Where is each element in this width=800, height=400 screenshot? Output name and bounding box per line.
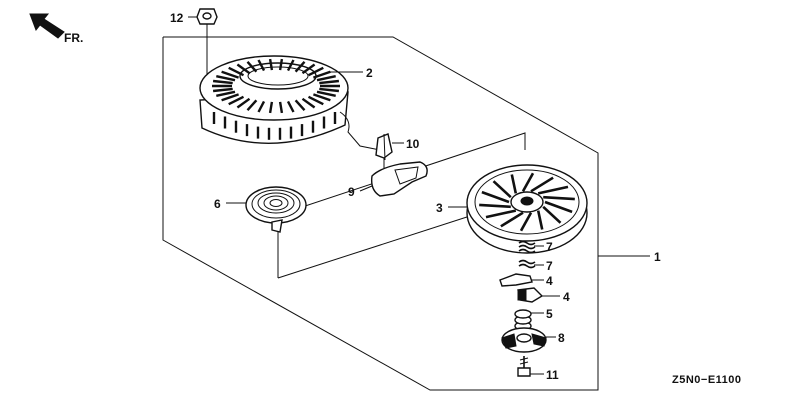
part-reel (466, 164, 588, 254)
case-vent-slot (246, 60, 258, 73)
part-ratchet-upper (499, 273, 533, 287)
case-vent-slot (286, 100, 295, 113)
leader-lines (188, 16, 650, 375)
part-starter-case (199, 55, 381, 151)
case-vent-slot (294, 60, 306, 73)
case-vent-slot (307, 95, 324, 106)
part-spiral-spring (245, 186, 307, 233)
callout-9: 9 (348, 185, 355, 199)
case-vent-slot (268, 101, 274, 114)
callout-7-upper: 7 (546, 240, 553, 254)
part-starter-grip (370, 158, 428, 197)
case-vent-slot (301, 63, 316, 75)
case-vent-slot (286, 59, 295, 72)
case-vent-slot (216, 75, 236, 82)
diagram-code: Z5N0−E1100 (672, 374, 742, 386)
reel-spoke (479, 203, 511, 209)
callout-8: 8 (558, 331, 565, 345)
reel-spoke (544, 200, 573, 214)
direction-label: FR. (64, 31, 83, 45)
reel-spoke (530, 176, 554, 193)
case-vent-slot (268, 58, 274, 71)
reel-spoke (500, 211, 524, 228)
part-spring-upper (518, 240, 536, 254)
callout-12: 12 (170, 11, 184, 25)
part-ratchet-lower (517, 287, 544, 303)
reel-spoke (510, 174, 518, 194)
case-vent-slot (228, 95, 245, 106)
case-vent-slot (246, 99, 258, 112)
case-vent-slot (316, 90, 336, 97)
callout-4-upper: 4 (546, 274, 553, 288)
part-bolt (517, 356, 531, 377)
reel-spoke (536, 210, 544, 230)
reel-spoke (519, 212, 533, 232)
reel-spoke (492, 180, 512, 199)
callout-10: 10 (406, 137, 420, 151)
case-vent-slot (212, 87, 233, 93)
callout-7-lower: 7 (546, 259, 553, 273)
case-vent-slot (294, 99, 306, 112)
callout-2: 2 (366, 66, 373, 80)
callout-labels: 12 2 10 9 6 3 1 7 7 4 4 5 8 11 (170, 11, 661, 382)
case-vent-slot (313, 93, 331, 102)
front-direction-indicator: FR. (29, 13, 83, 45)
reel-spoke (542, 205, 562, 224)
reel-spoke (543, 195, 575, 201)
case-vent-slot (257, 100, 266, 113)
reel-spoke (521, 172, 535, 192)
case-vent-slot (307, 66, 324, 77)
case-vent-slot (257, 59, 266, 72)
case-vent-slot (278, 101, 284, 114)
callout-4-lower: 4 (563, 290, 570, 304)
callout-3: 3 (436, 201, 443, 215)
arrow-up-left-icon (29, 13, 65, 39)
reel-spoke (485, 209, 517, 219)
case-vent-slot (319, 79, 340, 85)
case-vent-slot (313, 70, 331, 79)
part-friction-spring (514, 309, 532, 331)
case-vent-slot (221, 93, 239, 102)
reel-spoke (481, 190, 510, 204)
callout-1: 1 (654, 250, 661, 264)
reel-spoke (537, 185, 569, 195)
case-vent-slot (319, 87, 340, 93)
case-vent-slot (278, 58, 284, 71)
case-vent-slot (221, 70, 239, 79)
callout-11: 11 (546, 368, 559, 382)
callout-5: 5 (546, 307, 553, 321)
part-rope-guide (375, 133, 393, 161)
case-vent-slot (236, 97, 251, 109)
case-vent-slot (316, 75, 336, 82)
case-vent-slot (228, 66, 245, 77)
case-vent-slot (236, 63, 251, 75)
callout-6: 6 (214, 197, 221, 211)
case-vent-slot (216, 90, 236, 97)
case-vent-slot (301, 97, 316, 109)
part-ratchet-guide (501, 327, 547, 353)
case-vent-slot (212, 79, 233, 85)
part-spring-lower (518, 259, 536, 269)
